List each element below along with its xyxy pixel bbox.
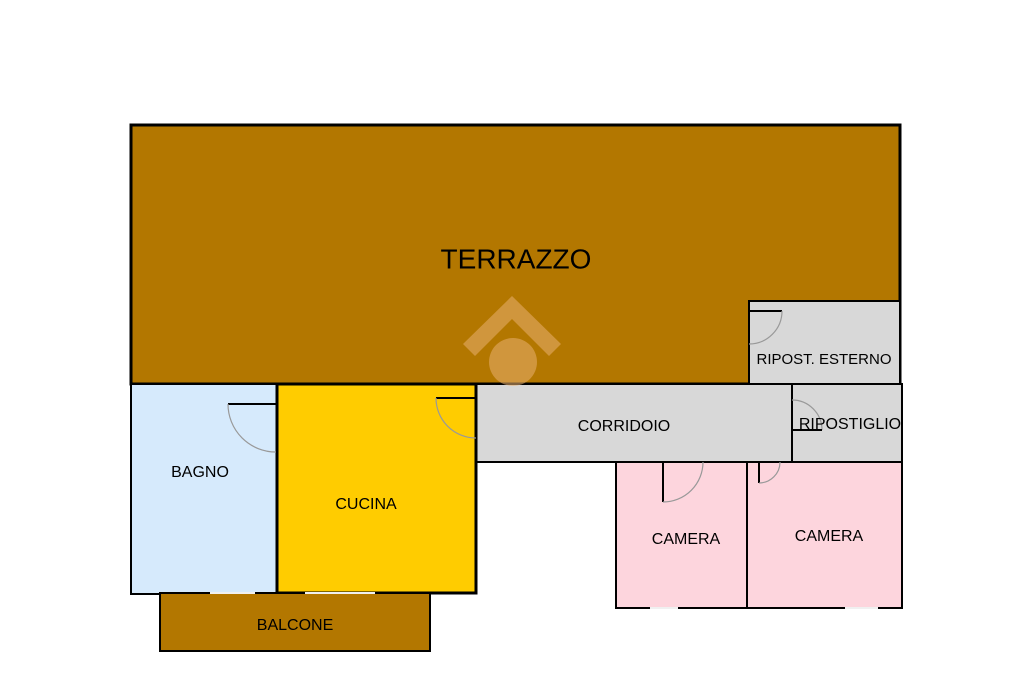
cucina-label: CUCINA — [335, 496, 397, 513]
door-swings — [227, 310, 823, 503]
camera-label-1: CAMERA — [652, 531, 721, 548]
cucina-room — [275, 382, 478, 595]
balcone-room — [159, 592, 431, 652]
ripost-esterno-label: RIPOST. ESTERNO — [756, 351, 891, 368]
balcone-label: BALCONE — [257, 617, 333, 634]
bagno-label: BAGNO — [171, 464, 229, 481]
camera-room-2 — [746, 461, 903, 609]
terrazzo-label: TERRAZZO — [441, 243, 592, 274]
camera-room-1 — [615, 461, 748, 609]
house-logo-icon — [463, 296, 561, 386]
bagno-room — [130, 383, 278, 595]
ripostiglio-label: RIPOSTIGLIO — [799, 416, 901, 433]
camera-label-2: CAMERA — [795, 528, 864, 545]
corridoio-label: CORRIDOIO — [578, 418, 670, 435]
ripost-esterno-room — [748, 300, 901, 385]
window-openings — [210, 592, 878, 609]
corridoio-room — [475, 383, 793, 463]
